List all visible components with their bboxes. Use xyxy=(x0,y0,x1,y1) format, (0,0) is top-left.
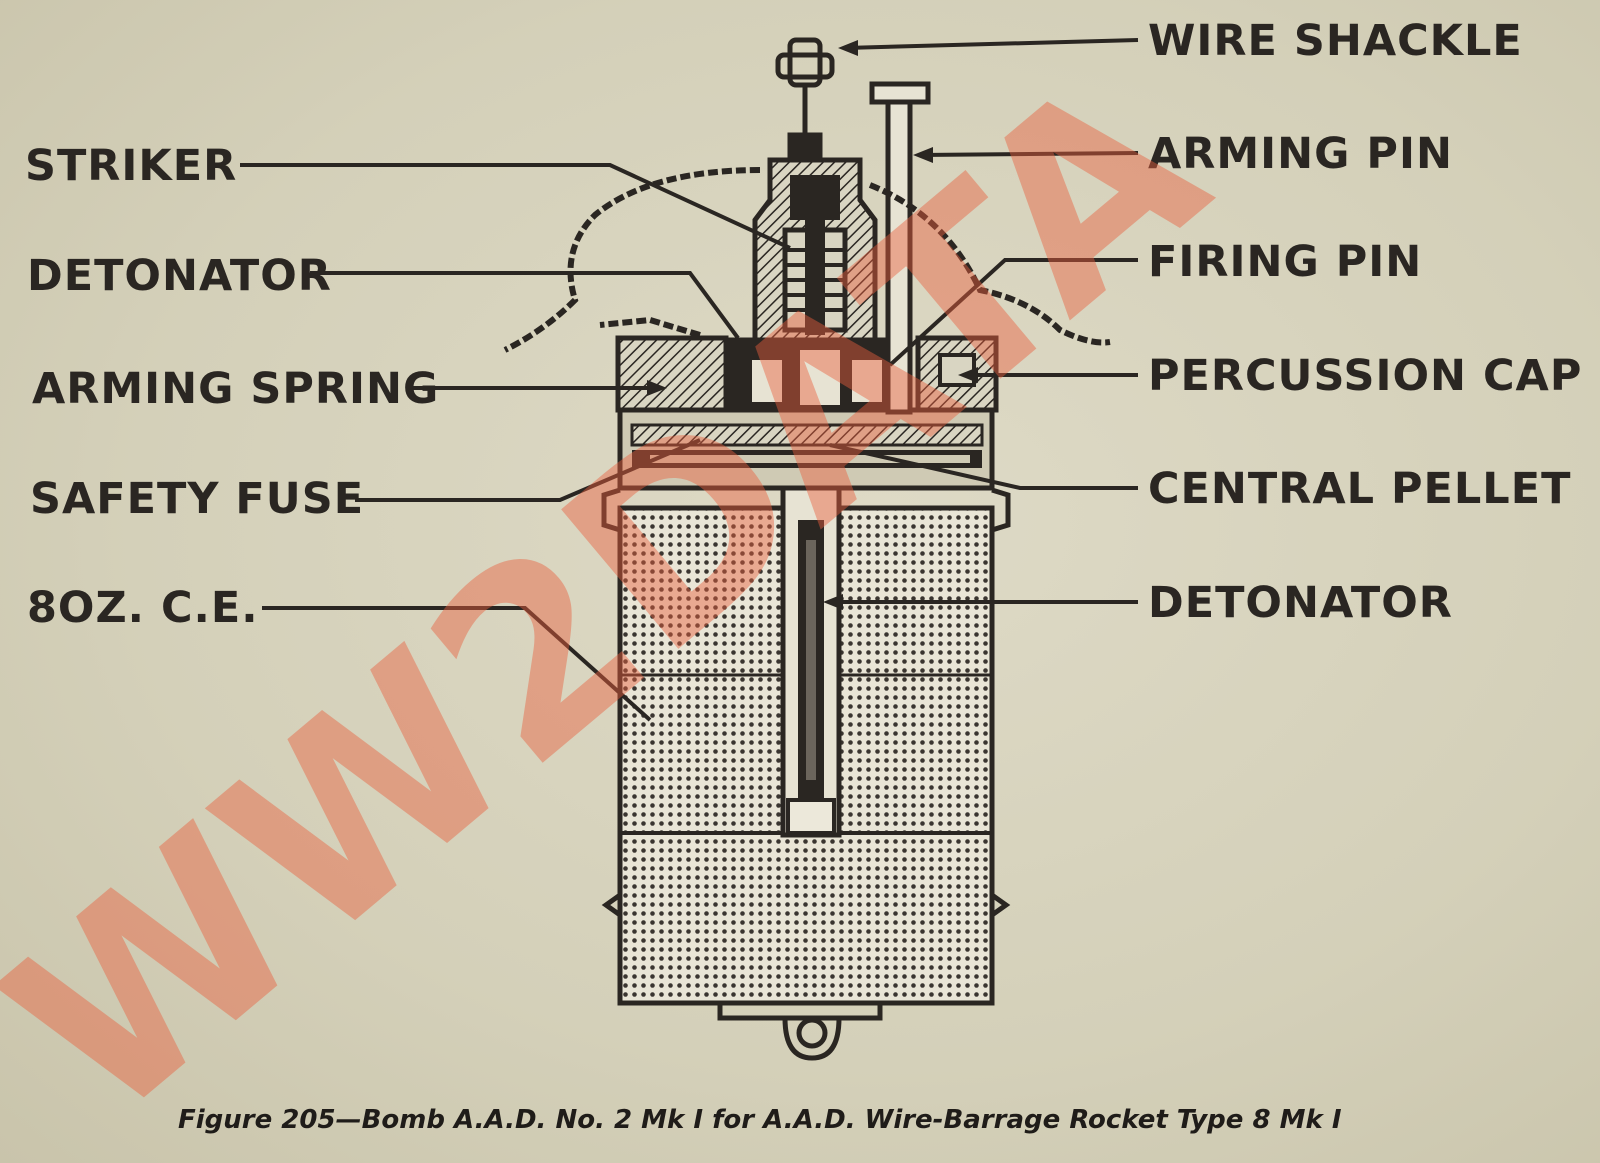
label-striker: STRIKER xyxy=(25,141,237,191)
label-wire-shackle: WIRE SHACKLE xyxy=(1148,16,1523,66)
arrowheads xyxy=(647,40,978,610)
left-labels: STRIKER DETONATOR ARMING SPRING SAFETY F… xyxy=(25,141,439,633)
label-charge: 8OZ. C.E. xyxy=(27,583,259,633)
right-labels: WIRE SHACKLE ARMING PIN FIRING PIN PERCU… xyxy=(1148,16,1582,628)
label-safety-fuse: SAFETY FUSE xyxy=(30,474,364,524)
leader-lines xyxy=(240,38,1139,722)
bottom-lug xyxy=(717,1003,883,1061)
label-central-pellet: CENTRAL PELLET xyxy=(1148,464,1571,514)
figure-caption: Figure 205—Bomb A.A.D. No. 2 Mk I for A.… xyxy=(178,1105,1342,1135)
label-detonator-lower: DETONATOR xyxy=(1148,578,1453,628)
arming-pin xyxy=(869,81,931,415)
safety-fuse-cord xyxy=(503,167,1111,353)
label-detonator-upper: DETONATOR xyxy=(27,251,332,301)
label-arming-pin: ARMING PIN xyxy=(1148,129,1453,179)
label-arming-spring: ARMING SPRING xyxy=(32,364,439,414)
label-percussion-cap: PERCUSSION CAP xyxy=(1148,351,1582,401)
central-detonator-tube xyxy=(780,467,842,838)
label-firing-pin: FIRING PIN xyxy=(1148,237,1422,287)
wire-shackle xyxy=(775,37,835,163)
